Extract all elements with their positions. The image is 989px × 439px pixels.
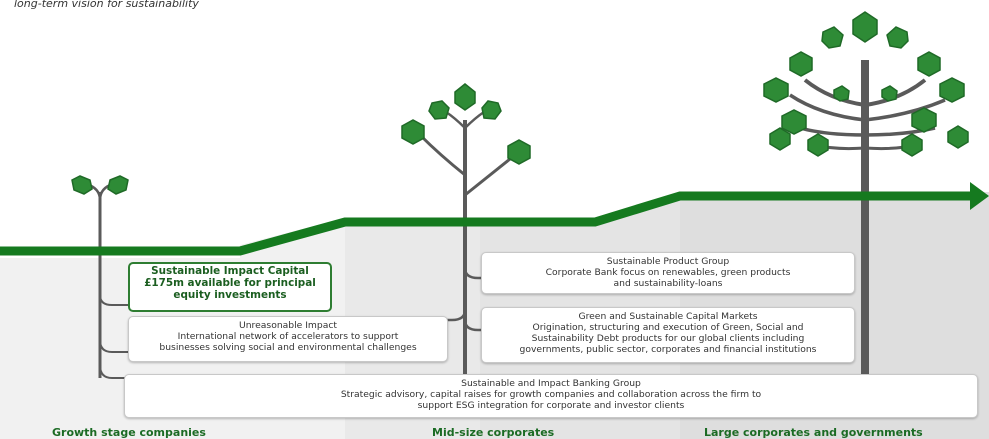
capital-markets-line-1: Origination, structuring and execution o… xyxy=(532,322,804,333)
leaf xyxy=(763,77,789,103)
leaf xyxy=(71,175,93,195)
mid-tree-branch-right xyxy=(464,153,516,197)
mid-tree-branch-top-right xyxy=(464,110,485,129)
leaf xyxy=(769,127,791,151)
sustainable-product-group-box: Sustainable Product Group Corporate Bank… xyxy=(481,252,855,294)
leaf xyxy=(947,125,969,149)
leaf xyxy=(821,26,844,49)
unreasonable-impact-box: Unreasonable Impact International networ… xyxy=(128,316,448,362)
tree-stems xyxy=(85,60,946,379)
impact-capital-title: Sustainable Impact Capital xyxy=(151,265,309,277)
leaves xyxy=(71,11,969,195)
mid-tree-connector-2 xyxy=(463,267,490,280)
large-tree-branch-4 xyxy=(864,98,946,122)
unreasonable-impact-line-1: International network of accelerators to… xyxy=(177,331,399,342)
segment-label-large: Large corporates and governments xyxy=(704,426,923,439)
page-heading: long-term vision for sustainability xyxy=(14,0,199,10)
leaf xyxy=(401,119,425,145)
mid-tree-branch-left xyxy=(418,133,466,177)
small-tree-connector-1 xyxy=(99,294,128,306)
unreasonable-impact-line-2: businesses solving social and environmen… xyxy=(159,342,417,353)
leaf xyxy=(789,51,813,77)
leaf xyxy=(807,133,829,157)
leaf xyxy=(911,107,937,133)
leaf xyxy=(781,109,807,135)
banking-group-line-1: Strategic advisory, capital raises for g… xyxy=(340,389,762,400)
capital-markets-line-3: governments, public sector, corporates a… xyxy=(519,344,817,355)
leaf xyxy=(886,26,909,49)
small-tree-connector-2 xyxy=(99,339,128,353)
leaf xyxy=(428,100,450,120)
mid-tree-connector-3 xyxy=(463,319,490,332)
impact-capital-line-2: equity investments xyxy=(173,289,287,301)
leaf xyxy=(507,139,531,165)
large-tree-branch-3 xyxy=(789,93,866,122)
impact-capital-line-1: £175m available for principal xyxy=(144,277,316,289)
growth-arrow-line xyxy=(0,191,972,256)
leaf xyxy=(881,85,898,102)
leaf xyxy=(901,133,923,157)
mid-tree-connector-1 xyxy=(445,309,467,322)
segment-label-growth: Growth stage companies xyxy=(52,426,206,439)
banking-group-box: Sustainable and Impact Banking Group Str… xyxy=(124,374,978,418)
banking-group-title: Sustainable and Impact Banking Group xyxy=(461,378,641,389)
segment-label-mid-size: Mid-size corporates xyxy=(432,426,555,439)
large-tree-branch-1 xyxy=(803,78,866,107)
leaf xyxy=(852,11,878,43)
banking-group-line-2: support ESG integration for corporate an… xyxy=(417,400,685,411)
leaf xyxy=(939,77,965,103)
leaf xyxy=(833,85,850,102)
leaf xyxy=(481,100,502,120)
capital-markets-line-2: Sustainability Debt products for our glo… xyxy=(531,333,805,344)
large-tree-branch-2 xyxy=(864,78,927,107)
product-group-title: Sustainable Product Group xyxy=(606,256,730,267)
capital-markets-title: Green and Sustainable Capital Markets xyxy=(578,311,758,322)
impact-capital-box: Sustainable Impact Capital £175m availab… xyxy=(128,262,332,312)
mid-tree-branch-top-left xyxy=(445,110,466,129)
leaf xyxy=(454,83,476,111)
leaf xyxy=(107,175,129,195)
large-tree-branch-5 xyxy=(799,126,866,137)
product-group-line-2: and sustainability-loans xyxy=(613,278,723,289)
capital-markets-box: Green and Sustainable Capital Markets Or… xyxy=(481,307,855,363)
unreasonable-impact-title: Unreasonable Impact xyxy=(239,320,337,331)
product-group-line-1: Corporate Bank focus on renewables, gree… xyxy=(545,267,791,278)
growth-arrow-head xyxy=(970,182,989,210)
leaf xyxy=(917,51,941,77)
small-tree-connector-3 xyxy=(99,364,128,379)
